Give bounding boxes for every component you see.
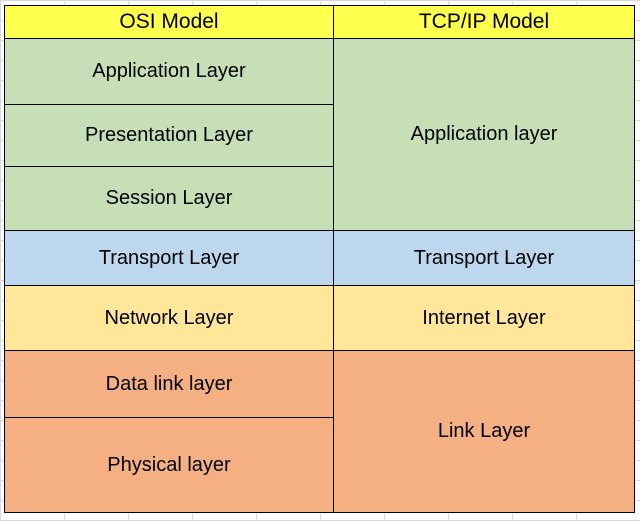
osi-model-header: OSI Model bbox=[4, 5, 334, 39]
osi-layer-label: Physical layer bbox=[107, 453, 231, 476]
osi-layer-label: Transport Layer bbox=[98, 246, 240, 269]
tcpip-layer-application: Application layer bbox=[334, 39, 635, 231]
osi-layer-physical: Physical layer bbox=[4, 418, 334, 513]
osi-layer-presentation: Presentation Layer bbox=[4, 105, 334, 167]
tcpip-model-header: TCP/IP Model bbox=[334, 5, 635, 39]
osi-layer-label: Session Layer bbox=[105, 187, 233, 209]
tcpip-layer-link: Link Layer bbox=[334, 351, 635, 513]
tcpip-layer-internet: Internet Layer bbox=[334, 286, 635, 351]
tcpip-layer-label: Application layer bbox=[410, 123, 558, 145]
osi-layer-label: Network Layer bbox=[104, 306, 234, 329]
osi-layer-label: Application Layer bbox=[92, 60, 246, 82]
tcpip-layer-label: Transport Layer bbox=[413, 246, 555, 269]
osi-layer-label: Data link layer bbox=[105, 372, 233, 395]
osi-layer-session: Session Layer bbox=[4, 167, 334, 231]
osi-model-title: OSI Model bbox=[119, 10, 219, 33]
osi-layer-application: Application Layer bbox=[4, 39, 334, 105]
osi-layer-data-link: Data link layer bbox=[4, 351, 334, 418]
osi-layer-label: Presentation Layer bbox=[85, 124, 253, 146]
tcpip-layer-transport: Transport Layer bbox=[334, 231, 635, 286]
tcpip-model-title: TCP/IP Model bbox=[418, 10, 550, 33]
tcpip-layer-label: Link Layer bbox=[437, 420, 531, 442]
osi-layer-network: Network Layer bbox=[4, 286, 334, 351]
osi-layer-transport: Transport Layer bbox=[4, 231, 334, 286]
tcpip-layer-label: Internet Layer bbox=[422, 306, 546, 329]
